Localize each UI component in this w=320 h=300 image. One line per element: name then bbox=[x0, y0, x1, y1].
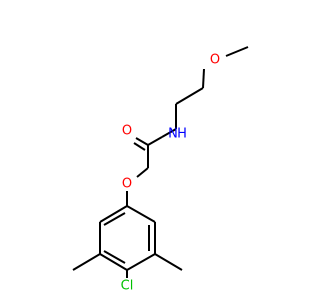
bond-n-carbonyl-c bbox=[147, 136, 163, 146]
ring-bond-1-inner bbox=[103, 212, 126, 226]
atom-amide-n: N bbox=[168, 127, 178, 142]
ring-bond-4 bbox=[126, 253, 156, 271]
bond-methyl-methoxy-o bbox=[225, 46, 249, 57]
bond-ch2-ch2-a bbox=[175, 87, 204, 105]
bonds bbox=[72, 46, 249, 278]
bond-ch2-ether-o bbox=[136, 167, 149, 178]
bond-methoxy-o-ch2 bbox=[202, 68, 205, 89]
bond-ring-methyl-right bbox=[154, 253, 183, 271]
atom-amide-h: H bbox=[177, 127, 187, 142]
bond-carbonyl-double-b bbox=[133, 142, 146, 151]
atom-labels: O O N H O Cl bbox=[121, 53, 220, 294]
molecule-structure-diagram: O O N H O Cl bbox=[72, 46, 249, 294]
atom-carbonyl-o: O bbox=[122, 124, 132, 139]
bond-ring-methyl-left bbox=[72, 253, 101, 271]
bond-carbonyl-double-a bbox=[135, 137, 149, 146]
atom-methoxy-o: O bbox=[210, 53, 220, 68]
ring-bond-6 bbox=[126, 205, 156, 223]
atom-chlorine: Cl bbox=[121, 279, 134, 294]
bond-ch2-n bbox=[161, 128, 177, 138]
atom-ether-o: O bbox=[122, 177, 132, 192]
ring-bond-3-inner bbox=[103, 250, 126, 264]
ring-bond-1 bbox=[99, 205, 128, 223]
ring-bond-3 bbox=[99, 253, 128, 271]
